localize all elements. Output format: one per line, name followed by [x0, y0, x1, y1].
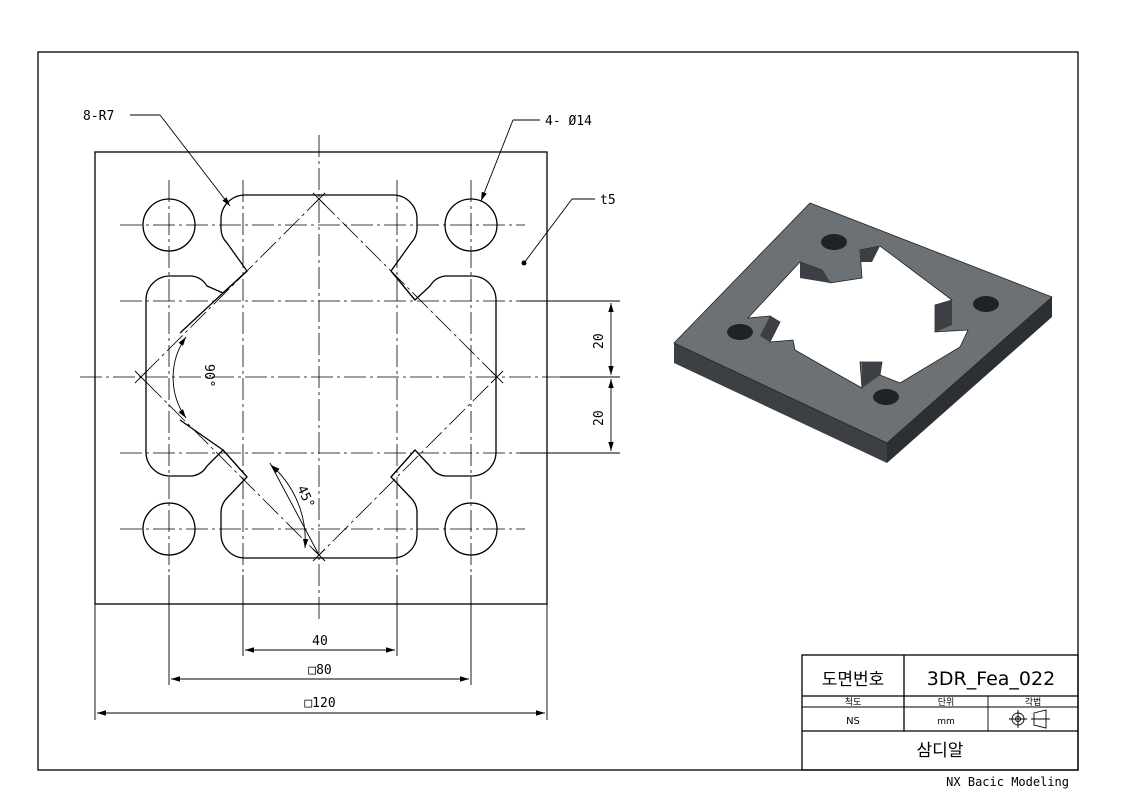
scale-label: 척도 [845, 697, 862, 708]
hole-callout-text: 4- Ø14 [545, 114, 592, 129]
unit-value: mm [937, 717, 955, 727]
scale-value: NS [846, 716, 860, 727]
isometric-view [673, 202, 1053, 463]
drawing-frame [37, 51, 1079, 771]
company-name: 삼디알 [917, 741, 964, 761]
angle-dimension-45: 45° [269, 462, 320, 556]
callout-fillet: 8-R7 [83, 109, 231, 207]
drawing-number: 3DR_Fea_022 [927, 668, 1055, 690]
callout-hole: 4- Ø14 [480, 114, 592, 202]
mounting-holes [142, 198, 498, 556]
angle-45-text: 45° [293, 483, 317, 511]
fillet-callout-text: 8-R7 [83, 109, 114, 124]
dim-120-text: □120 [304, 696, 335, 711]
callout-thickness: t5 [521, 193, 616, 266]
title-block: 도면번호 3DR_Fea_022 척도 단위 각법 NS mm 삼디알 [801, 654, 1079, 771]
dim-80-text: □80 [308, 663, 331, 678]
centerlines [80, 135, 560, 620]
unit-label: 단위 [938, 697, 955, 708]
thickness-callout-text: t5 [600, 193, 616, 208]
vertical-dimensions: 20 20 [520, 300, 620, 454]
cutout-profile [145, 194, 497, 559]
footer-caption: NX Bacic Modeling [946, 775, 1069, 789]
plate-outline [94, 151, 548, 605]
angle-dimension-90: 90° [172, 336, 216, 419]
third-angle-projection-icon [1009, 709, 1050, 729]
drawing-number-label: 도면번호 [822, 670, 885, 690]
angle-90-text: 90° [201, 364, 216, 387]
dim-20-upper-text: 20 [592, 333, 607, 349]
dim-40-text: 40 [312, 634, 328, 649]
diamond-vertex-markers [134, 192, 504, 562]
projection-label: 각법 [1025, 696, 1042, 708]
dim-20-lower-text: 20 [592, 410, 607, 426]
horizontal-dimensions: 40 □80 □120 [94, 575, 548, 720]
